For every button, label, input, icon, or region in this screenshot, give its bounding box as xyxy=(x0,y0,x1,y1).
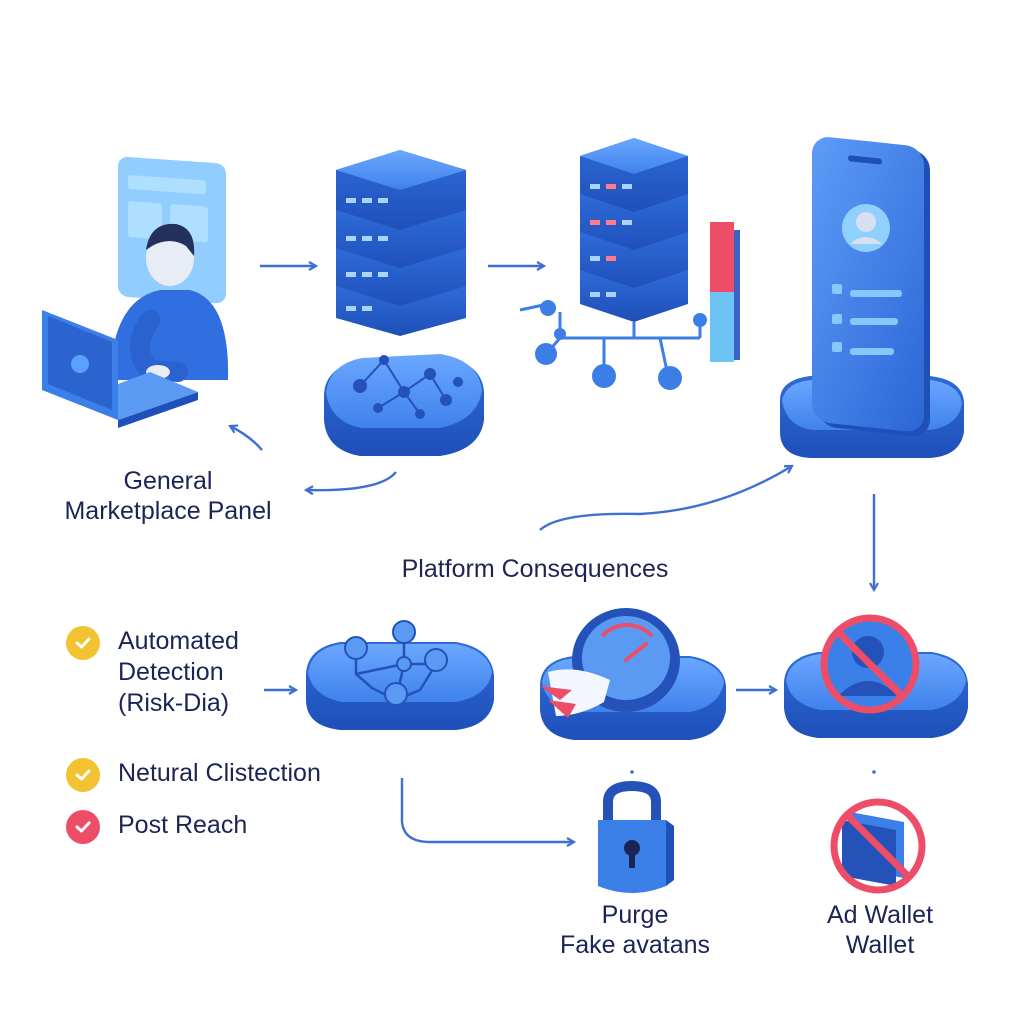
checklist-text: Automated Detection (Risk-Dia) xyxy=(118,627,239,717)
purge-label: Purge Fake avatans xyxy=(530,900,740,960)
checklist-item-automated-detection: Automated Detection (Risk-Dia) xyxy=(66,626,239,719)
arrow-to-padlock xyxy=(400,778,574,842)
arrow-consequences-to-phone xyxy=(539,466,792,531)
purge-label-line2: Fake avatans xyxy=(559,931,711,959)
checklist-item-netural-clistection: Netural Clistection xyxy=(66,758,321,792)
smartphone-profile-icon xyxy=(780,137,964,458)
wallet-label: Ad Wallet Wallet xyxy=(790,900,970,960)
checklist-text: Netural Clistection xyxy=(118,759,321,787)
panel-label-line2: Marketplace Panel xyxy=(64,497,272,525)
flow-arrows xyxy=(230,266,874,842)
checklist-text: Post Reach xyxy=(118,811,248,839)
padlock-icon xyxy=(598,780,674,893)
wallet-label-line2: Wallet xyxy=(845,931,915,959)
banned-user-tile-icon xyxy=(784,614,968,738)
purge-label-line1: Purge xyxy=(601,901,669,929)
checklist-item-post-reach: Post Reach xyxy=(66,810,247,844)
panel-label-line1: General xyxy=(123,467,213,495)
detection-tile-icon xyxy=(306,620,494,730)
check-icon xyxy=(66,626,100,660)
wallet-label-line1: Ad Wallet xyxy=(826,901,934,929)
server-cluster-icon xyxy=(519,138,740,390)
check-icon xyxy=(66,758,100,792)
user-at-laptop-illustration xyxy=(42,156,229,428)
check-icon xyxy=(66,810,100,844)
server-rack-icon xyxy=(336,150,466,336)
blocked-wallet-icon xyxy=(830,798,926,894)
panel-label: General Marketplace Panel xyxy=(40,466,296,526)
network-tile-icon xyxy=(324,354,484,456)
arrow-to-laptop xyxy=(230,426,263,451)
arrow-tile-to-panel xyxy=(306,471,397,490)
consequences-label: Platform Consequences xyxy=(401,555,669,583)
speed-gauge-tile-icon xyxy=(540,608,726,740)
